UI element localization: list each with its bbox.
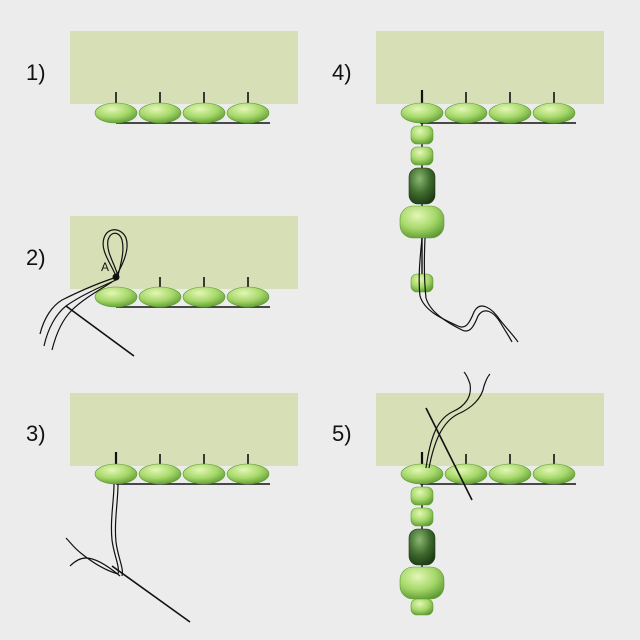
- bead: [532, 463, 576, 485]
- point-a-label: A: [101, 260, 109, 274]
- point-a-marker: [112, 273, 120, 281]
- bead: [94, 286, 138, 308]
- needle: [111, 565, 191, 623]
- bead: [410, 598, 434, 616]
- bead: [138, 286, 182, 308]
- bead: [488, 102, 532, 124]
- fabric-panel: [70, 393, 298, 466]
- bead-row: [94, 92, 270, 124]
- thread: [65, 483, 123, 577]
- step-2: 2) A: [26, 216, 298, 357]
- bead: [532, 102, 576, 124]
- step-5-label: 5): [332, 421, 352, 446]
- bead: [226, 463, 270, 485]
- bead: [408, 528, 436, 566]
- bead-row: [400, 452, 576, 485]
- bead: [182, 102, 226, 124]
- bead-row: [400, 90, 576, 124]
- bead: [400, 102, 444, 124]
- bead: [444, 463, 488, 485]
- step-5: 5): [332, 371, 604, 616]
- bead: [488, 463, 532, 485]
- bead-strand: [399, 484, 445, 616]
- step-2-label: 2): [26, 245, 46, 270]
- bead: [410, 486, 434, 506]
- bead: [182, 463, 226, 485]
- bead: [408, 167, 436, 205]
- thread: [425, 371, 491, 469]
- step-1: 1): [26, 31, 298, 124]
- bead: [138, 102, 182, 124]
- bead: [94, 102, 138, 124]
- fabric-panel: [70, 216, 298, 289]
- bead: [410, 273, 434, 293]
- step-3-label: 3): [26, 421, 46, 446]
- step-3: 3): [26, 393, 298, 623]
- bead: [410, 507, 434, 527]
- bead: [399, 566, 445, 600]
- bead: [410, 146, 434, 166]
- step-1-label: 1): [26, 60, 46, 85]
- bead: [182, 286, 226, 308]
- bead: [226, 286, 270, 308]
- bead: [400, 463, 444, 485]
- bead: [138, 463, 182, 485]
- needle: [65, 305, 135, 357]
- fabric-panel: [376, 393, 604, 466]
- fabric-panel: [70, 31, 298, 104]
- bead: [399, 205, 445, 239]
- thread: [418, 237, 519, 343]
- bead-row: [94, 452, 270, 485]
- bead: [444, 102, 488, 124]
- bead: [410, 125, 434, 145]
- bead-row: [94, 277, 270, 308]
- fabric-panel: [376, 31, 604, 104]
- needle: [425, 407, 473, 501]
- bead: [226, 102, 270, 124]
- bead: [94, 463, 138, 485]
- step-4: 4): [332, 31, 604, 343]
- bead-strand: [399, 123, 445, 293]
- step-4-label: 4): [332, 60, 352, 85]
